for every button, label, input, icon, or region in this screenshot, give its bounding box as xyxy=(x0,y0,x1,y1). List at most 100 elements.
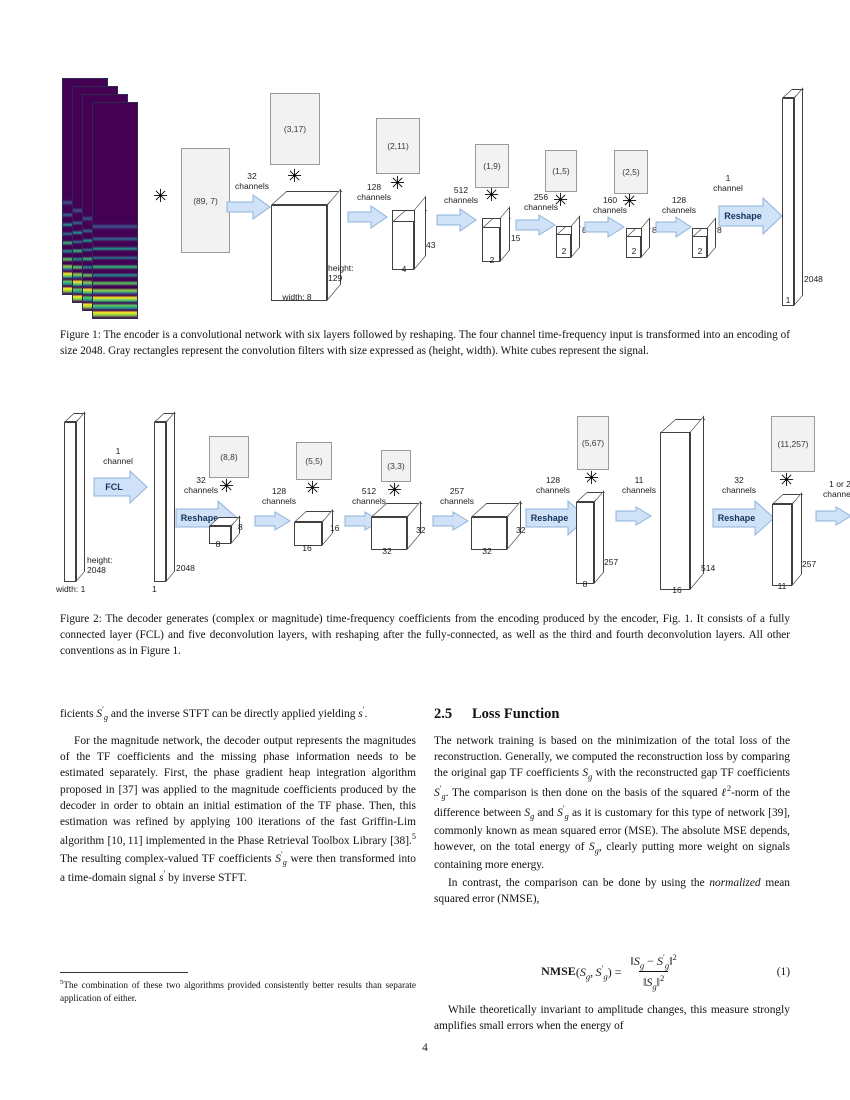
footnote-5: 5The combination of these two algorithms… xyxy=(60,972,416,1006)
right-text-column-tail: While theoretically invariant to amplitu… xyxy=(434,1002,790,1035)
deconv-filter-2-label: (5,5) xyxy=(305,456,323,466)
cube-front-face xyxy=(64,422,76,582)
cube-1-height-label: height: 129 xyxy=(328,263,354,283)
decoder-channels-label-2: 32 channels xyxy=(183,475,219,495)
encoding-output-slab xyxy=(782,86,808,306)
decoder-input-height-label: height: 2048 xyxy=(87,555,113,575)
decoder-flow-arrow-1 xyxy=(254,511,291,531)
figure-2-caption: Figure 2: The decoder generates (complex… xyxy=(60,613,790,657)
channels-label-5: 160 channels xyxy=(592,195,628,215)
decoder-channels-label-4: 512 channels xyxy=(351,486,387,506)
feature-cube-5 xyxy=(626,212,656,268)
conv-filter-6: (2,5) xyxy=(614,150,648,194)
decoder-input-width-label: width: 1 xyxy=(56,584,86,594)
cube-front-face xyxy=(772,504,792,586)
channels-label-7: 1 channel xyxy=(713,173,743,193)
deconv-filter-3-label: (3,3) xyxy=(387,461,405,471)
decoder-flow-arrow-4 xyxy=(615,506,652,526)
conv-filter-3-label: (2,11) xyxy=(387,141,409,151)
flow-arrow-2 xyxy=(347,205,388,229)
decoder-cube-5-height: 257 xyxy=(604,557,619,567)
decoder-cube-4-width: 32 xyxy=(482,546,492,556)
decoder-cube-7 xyxy=(772,490,810,586)
input-spectrogram-layer-1 xyxy=(92,102,138,319)
flow-arrow-4 xyxy=(515,214,556,236)
deconv-operator-icon-4: ✳ xyxy=(584,468,600,489)
cube-side-face xyxy=(166,411,175,582)
decoder-architecture-diagram: height: 2048 width: 1 1 channel FCL 2048… xyxy=(56,408,850,598)
footnote-rule xyxy=(60,972,188,973)
conv-filter-5-label: (1,5) xyxy=(552,166,570,176)
feature-cube-2 xyxy=(392,195,434,278)
left-text-column: ficients S′g and the inverse STFT can be… xyxy=(60,704,416,887)
equation-denominator: ‖Sg‖2 xyxy=(638,971,669,992)
cube-2-width-label: 4 xyxy=(401,264,407,274)
paragraph-loss-intro: The network training is based on the min… xyxy=(434,734,791,872)
deconv-filter-1-label: (8,8) xyxy=(220,452,238,462)
conv-filter-5: (1,5) xyxy=(545,150,577,192)
cube-side-face xyxy=(327,188,341,301)
cube-6-width-label: 2 xyxy=(697,246,703,256)
cube-side-face xyxy=(414,195,426,270)
flow-arrow-5 xyxy=(584,216,625,238)
feature-cube-1 xyxy=(271,188,345,301)
decoder-cube-2 xyxy=(294,500,340,546)
convolution-operator-icon-6: ✳ xyxy=(622,191,638,212)
encoder-architecture-diagram: ✳ (89, 7) 32 channels height: 129 width:… xyxy=(56,62,823,319)
convolution-operator-icon-1: ✳ xyxy=(153,186,169,207)
paragraph-continuation: ficients S′g and the inverse STFT can be… xyxy=(60,705,368,723)
conv-filter-1: (89, 7) xyxy=(181,148,230,253)
decoder-channels-label-3: 128 channels xyxy=(261,486,297,506)
cube-3-height-label: 15 xyxy=(511,233,521,243)
footnote-text: 5The combination of these two algorithms… xyxy=(60,978,416,1006)
cube-side-face xyxy=(794,87,803,306)
conv-filter-2-label: (3,17) xyxy=(283,124,307,134)
paragraph-nmse-discussion: While theoretically invariant to amplitu… xyxy=(434,1004,790,1033)
cube-side-face xyxy=(594,490,604,584)
channels-label-6: 128 channels xyxy=(661,195,697,215)
channels-label-1: 32 channels xyxy=(234,171,270,191)
cube-5-height-label: 8 xyxy=(652,225,657,235)
decoder-cube-3-width: 32 xyxy=(382,546,392,556)
encoding-width-label: 1 xyxy=(785,295,791,305)
convolution-operator-icon-5: ✳ xyxy=(553,190,569,211)
decoder-cube-2-height: 16 xyxy=(330,523,340,533)
equation-1: NMSE(Sg, S′g) = ‖Sg − S′g‖2 ‖Sg‖2 (1) xyxy=(434,952,790,992)
cube-front-face xyxy=(660,432,690,590)
section-number: 2.5 xyxy=(434,706,453,722)
decoder-cube-3 xyxy=(371,496,429,550)
decoder-cube-4-height: 32 xyxy=(516,525,526,535)
deconv-operator-icon-3: ✳ xyxy=(387,480,403,501)
cube-1-width-label: width: 8 xyxy=(282,292,312,302)
encoding-height-label: 2048 xyxy=(804,274,823,284)
encoding-slab-2048 xyxy=(154,410,180,582)
equation-fraction: ‖Sg − S′g‖2 ‖Sg‖2 xyxy=(627,952,681,992)
feature-cube-4 xyxy=(556,210,586,268)
decoder-cube-2-width: 16 xyxy=(302,543,312,553)
equation-row: NMSE(Sg, S′g) = ‖Sg − S′g‖2 ‖Sg‖2 (1) xyxy=(434,952,790,992)
reshape-arrow-4: Reshape xyxy=(712,499,775,537)
convolution-operator-icon-2: ✳ xyxy=(287,166,303,187)
conv-filter-1-label: (89, 7) xyxy=(193,195,218,206)
channels-label-2: 128 channels xyxy=(356,182,392,202)
convolution-operator-icon-3: ✳ xyxy=(390,173,406,194)
cube-side-face xyxy=(792,492,802,586)
decoder-cube-7-height: 257 xyxy=(802,559,817,569)
decoder-channels-label-1: 1 channel xyxy=(103,446,133,466)
deconv-operator-icon-2: ✳ xyxy=(305,478,321,499)
decoder-cube-5-width: 8 xyxy=(582,579,588,589)
cube-front-face xyxy=(782,98,794,306)
deconv-filter-2: (5,5) xyxy=(296,442,332,480)
decoder-cube-4 xyxy=(471,496,529,550)
flow-arrow-1 xyxy=(226,194,271,220)
decoder-flow-arrow-5 xyxy=(815,506,850,526)
encoding-slab-width-label: 1 xyxy=(152,584,157,594)
feature-cube-3 xyxy=(482,202,516,270)
decoder-cube-6-height: 514 xyxy=(701,563,716,573)
deconv-filter-5-label: (11,257) xyxy=(777,439,809,449)
flow-arrow-3 xyxy=(436,208,477,232)
decoder-cube-7-width: 11 xyxy=(777,581,787,591)
cube-front-face xyxy=(371,517,407,550)
